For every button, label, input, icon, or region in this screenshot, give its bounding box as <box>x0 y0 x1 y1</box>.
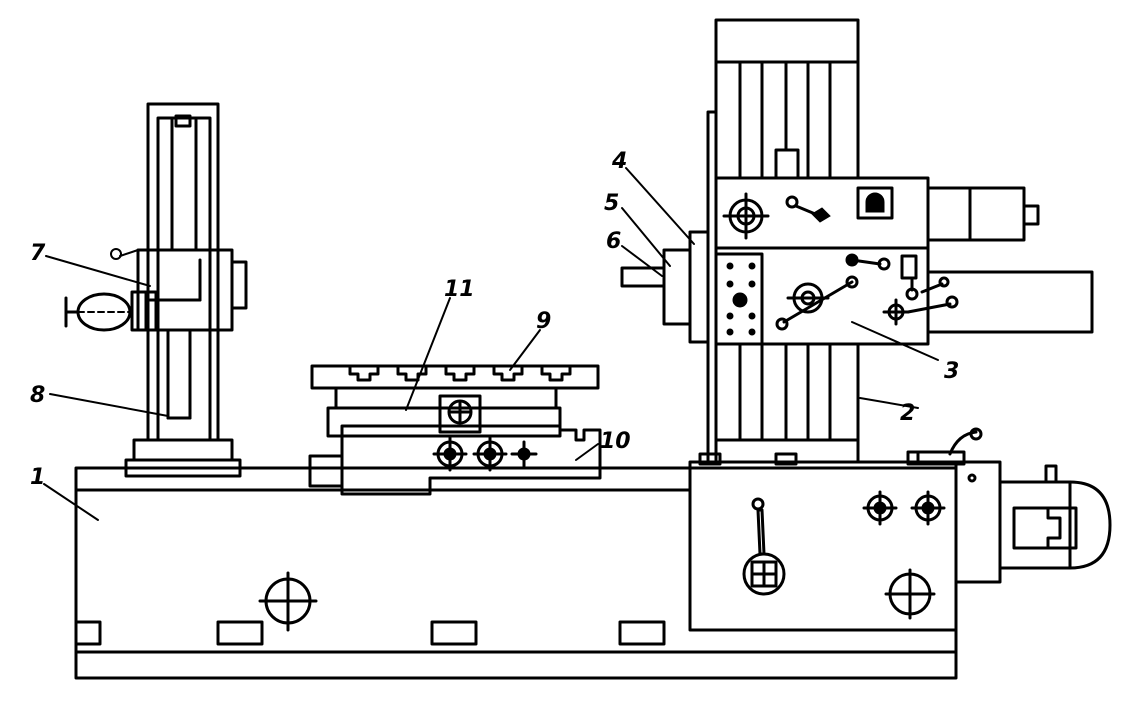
callout-labels: 1 2 3 4 5 6 7 8 9 10 11 <box>30 149 959 490</box>
label-2: 2 <box>900 401 915 426</box>
handwheel-b <box>472 436 508 472</box>
radial-slide <box>662 248 692 326</box>
headstock-base <box>688 427 983 632</box>
lower-saddle <box>308 424 602 496</box>
main-column <box>698 18 860 466</box>
label-7: 7 <box>30 241 46 266</box>
table <box>310 364 600 410</box>
bed-crosshair-mark <box>258 571 318 632</box>
head-lever-upper <box>785 195 831 223</box>
spindle-head <box>714 176 1094 346</box>
faceplate <box>688 230 710 344</box>
head-handwheel-main <box>775 275 859 331</box>
base-dial-b <box>910 490 946 526</box>
label-10: 10 <box>600 429 631 454</box>
label-11: 11 <box>444 277 475 302</box>
base-crosshair-mark <box>884 568 936 620</box>
head-small-controls <box>845 253 959 326</box>
label-8: 8 <box>30 383 45 408</box>
head-crosshair-dial <box>722 192 770 240</box>
base-lever <box>742 497 786 596</box>
rear-column <box>124 102 242 478</box>
label-1: 1 <box>30 465 45 490</box>
base-dial-a <box>862 490 898 526</box>
label-6: 6 <box>606 229 621 254</box>
label-5: 5 <box>604 191 619 216</box>
rear-support-bearing <box>64 248 248 332</box>
base-top-lever <box>906 427 983 466</box>
drive-motor <box>954 460 1112 584</box>
leader-lines <box>43 167 939 521</box>
handwheel-c <box>510 440 538 468</box>
label-4: 4 <box>611 149 627 174</box>
handwheel-a <box>432 436 468 472</box>
upper-saddle <box>326 394 562 438</box>
spindle <box>620 266 666 288</box>
label-3: 3 <box>944 359 959 384</box>
label-9: 9 <box>536 309 551 334</box>
bed <box>74 466 958 680</box>
